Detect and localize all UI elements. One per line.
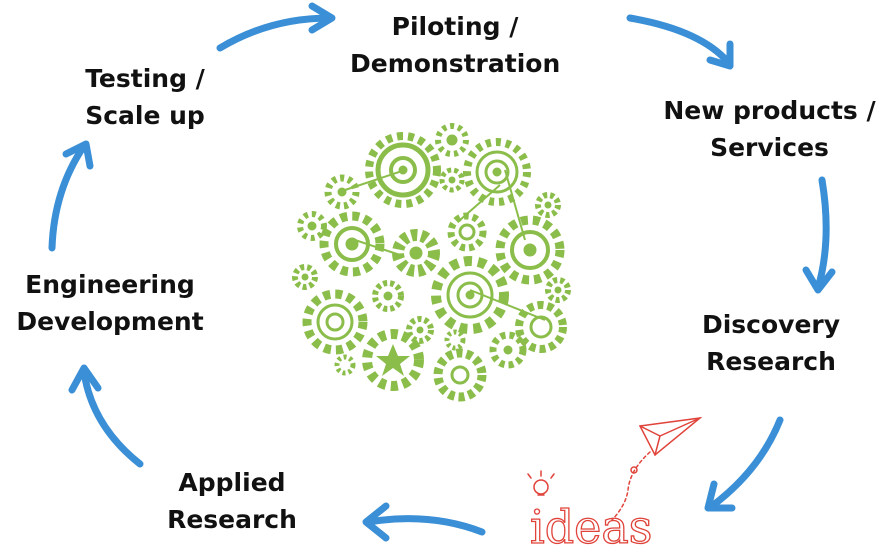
node-label-line: Piloting / (391, 12, 519, 41)
node-label-line: Applied (178, 468, 286, 497)
lightbulb-icon (527, 470, 555, 496)
node-label-line: Demonstration (350, 49, 561, 78)
node-label-line: New products / (663, 96, 876, 125)
ideas-sketch (527, 416, 703, 521)
node-label-line: Development (16, 307, 204, 336)
paper-plane-icon (611, 416, 703, 521)
node-label-line: Engineering (25, 270, 195, 299)
cycle-arrow-icon (802, 176, 836, 294)
cycle-arrow-icon (68, 364, 144, 468)
cycle-arrow-icon (362, 502, 486, 542)
cycle-arrow-icon (704, 416, 784, 512)
cycle-arrow-icon (216, 2, 336, 52)
node-label-line: Services (710, 133, 829, 162)
node-testing-scale-up: Testing / Scale up (70, 60, 220, 134)
node-discovery-research: Discovery Research (697, 306, 845, 380)
cycle-arrow-icon (48, 140, 94, 252)
gears-cluster-icon (292, 123, 571, 402)
node-piloting-demonstration: Piloting / Demonstration (350, 8, 560, 82)
node-new-products-services: New products / Services (662, 92, 877, 166)
node-engineering-development: Engineering Development (10, 266, 210, 340)
node-label-line: Scale up (85, 101, 205, 130)
node-label-line: Testing / (85, 64, 205, 93)
cycle-arrow-icon (626, 14, 734, 70)
node-label-line: Research (706, 347, 836, 376)
node-applied-research: Applied Research (152, 464, 312, 538)
node-label-line: Discovery (701, 310, 841, 339)
cycle-arrows (48, 2, 836, 542)
node-label-line: Research (167, 505, 297, 534)
ideas-text: ideas (530, 500, 652, 553)
